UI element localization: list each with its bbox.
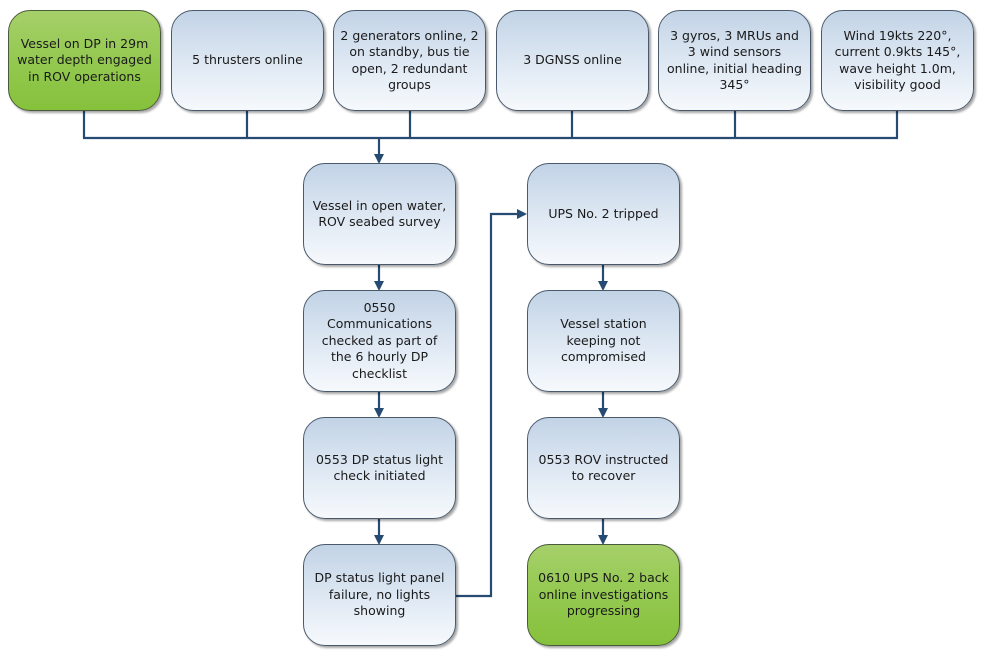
arrow-panel-failure-to-ups-tripped [456,209,527,598]
box-station-keeping: Vessel station keeping not compromised [527,290,680,392]
box-ups-tripped: UPS No. 2 tripped [527,163,680,265]
box-ups-back-online: 0610 UPS No. 2 back online investigation… [527,544,680,646]
box-sensors: 3 gyros, 3 MRUs and 3 wind sensors onlin… [658,10,811,111]
box-thrusters: 5 thrusters online [171,10,324,111]
box-open-water: Vessel in open water, ROV seabed survey [303,163,456,265]
box-dgnss: 3 DGNSS online [496,10,649,111]
box-comms-check: 0550 Communications checked as part of t… [303,290,456,392]
box-rov-recover: 0553 ROV instructed to recover [527,417,680,519]
box-panel-failure: DP status light panel failure, no lights… [303,544,456,646]
box-initial-condition: Vessel on DP in 29m water depth engaged … [8,10,161,111]
box-generators: 2 generators online, 2 on standby, bus t… [333,10,486,111]
box-status-light-check: 0553 DP status light check initiated [303,417,456,519]
box-environment: Wind 19kts 220°, current 0.9kts 145°, wa… [821,10,974,111]
